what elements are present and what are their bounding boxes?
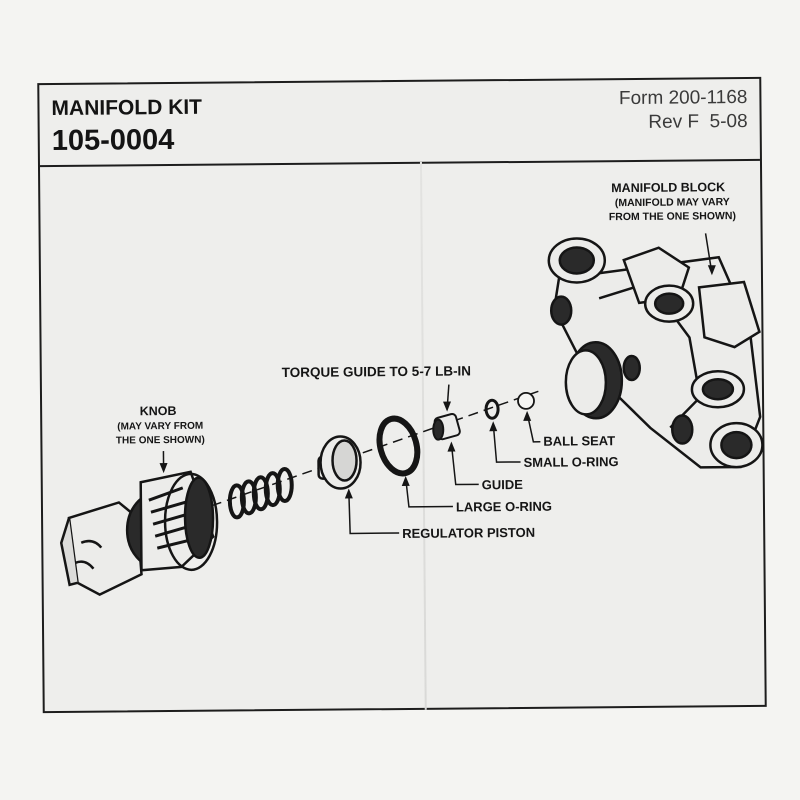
regulator-piston-part [317,435,362,490]
label-knob-note-2: THE ONE SHOWN) [116,435,205,447]
label-torque-guide: TORQUE GUIDE TO 5-7 LB-IN [282,363,471,380]
large-o-ring-part [376,415,421,477]
manifold-block-part [547,237,764,469]
ball-seat-part [517,392,535,410]
label-manifold-note-2: FROM THE ONE SHOWN) [609,210,736,223]
label-large-o-ring: LARGE O-RING [456,499,552,515]
label-manifold-block: MANIFOLD BLOCK [611,180,725,195]
label-small-o-ring: SMALL O-RING [523,454,618,470]
small-o-ring-part [484,398,500,420]
label-knob-note-1: (MAY VARY FROM [117,421,203,433]
knob-part [59,470,219,597]
leader-arrows [159,265,716,499]
label-ball-seat: BALL SEAT [543,433,615,449]
spring-part [227,467,294,520]
label-regulator-piston: REGULATOR PISTON [402,525,535,541]
guide-part [432,412,461,441]
label-knob: KNOB [140,404,177,418]
label-manifold-note-1: (MANIFOLD MAY VARY [615,196,730,209]
label-guide: GUIDE [482,477,524,492]
